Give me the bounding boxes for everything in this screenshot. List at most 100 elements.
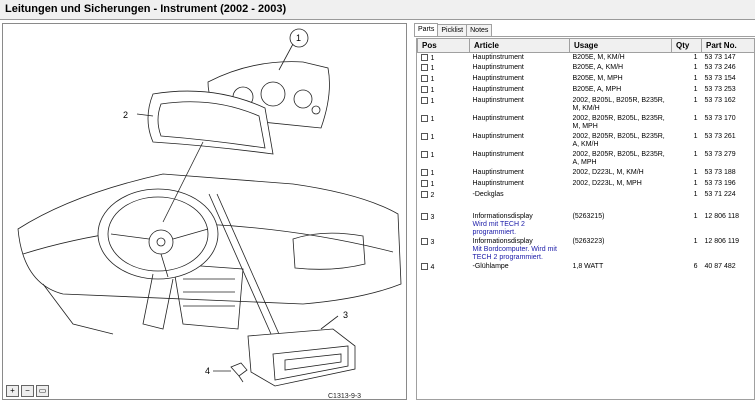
article-value: -Deckglas	[472, 191, 504, 198]
cell-qty: 1	[693, 97, 698, 104]
row-checkbox[interactable]	[420, 75, 428, 82]
cell-article: Hauptinstrument	[470, 85, 570, 96]
tab-parts[interactable]: Parts	[414, 23, 439, 37]
cell-usage: B205E, A, KM/H	[572, 64, 624, 71]
row-checkbox[interactable]	[420, 86, 428, 93]
cell-part-no: 12 806 118	[704, 213, 740, 220]
article-note: Wird mit TECH 2 programmiert.	[472, 221, 525, 236]
pos-value: 1	[430, 65, 435, 72]
cell-pos: 1	[418, 179, 470, 190]
row-checkbox[interactable]	[420, 151, 428, 158]
column-header-qty[interactable]: Qty	[671, 39, 702, 53]
cell-article: -Deckglas	[470, 190, 570, 212]
cell-qty: 1	[693, 115, 698, 122]
row-checkbox[interactable]	[420, 180, 428, 187]
row-checkbox[interactable]	[420, 115, 428, 122]
exploded-view-illustration	[17, 28, 402, 387]
row-checkbox[interactable]	[420, 97, 428, 104]
title-bar: Leitungen und Sicherungen - Instrument (…	[0, 0, 755, 20]
cell-pos: 3	[418, 212, 470, 237]
table-row[interactable]: 1 Hauptinstrument 2002, B205R, B205L, B235…	[418, 150, 755, 168]
article-value: Hauptinstrument	[472, 86, 524, 93]
column-header-part-no[interactable]: Part No.	[701, 39, 754, 53]
article-value: Hauptinstrument	[472, 53, 524, 61]
row-checkbox[interactable]	[420, 191, 428, 198]
row-checkbox[interactable]	[420, 53, 428, 61]
cell-pos: 4	[418, 262, 470, 280]
row-checkbox[interactable]	[420, 64, 428, 71]
row-checkbox[interactable]	[420, 169, 428, 176]
cell-article: Hauptinstrument	[470, 132, 570, 150]
callout-2: 2	[123, 110, 129, 120]
cell-usage: 2002, B205R, B205L, B235R, A, MPH	[572, 151, 665, 166]
fit-icon[interactable]: ▭	[36, 385, 49, 397]
pos-value: 1	[430, 116, 435, 123]
row-checkbox[interactable]	[420, 213, 428, 220]
cell-qty: 1	[693, 53, 698, 61]
zoom-out-icon[interactable]: −	[21, 385, 34, 397]
pos-value: 4	[430, 264, 435, 271]
cell-qty: 1	[693, 213, 698, 220]
cell-article: Hauptinstrument	[470, 179, 570, 190]
row-checkbox[interactable]	[420, 133, 428, 140]
pos-value: 1	[430, 134, 435, 141]
article-value: Informationsdisplay	[472, 238, 533, 245]
cell-part-no: 40 87 482	[704, 263, 736, 270]
article-value: Hauptinstrument	[472, 151, 524, 158]
cell-pos: 1	[418, 168, 470, 179]
pos-value: 1	[430, 54, 435, 62]
cell-usage: (5263215)	[572, 213, 605, 220]
cell-article: -Glühlampe	[470, 262, 570, 280]
pos-value: 1	[430, 152, 435, 159]
row-checkbox[interactable]	[420, 263, 428, 270]
column-header-usage[interactable]: Usage	[569, 39, 672, 53]
article-value: -Glühlampe	[472, 263, 509, 270]
cell-part-no: 53 73 246	[704, 64, 736, 71]
cell-part-no: 53 73 154	[704, 75, 736, 82]
cell-pos: 1	[418, 114, 470, 132]
tab-notes[interactable]: Notes	[466, 24, 493, 37]
cell-qty: 1	[693, 151, 698, 158]
zoom-in-icon[interactable]: +	[6, 385, 19, 397]
cell-qty: 1	[693, 191, 698, 198]
diagram-code: C1313-9-3	[328, 393, 362, 400]
cell-part-no: 53 73 261	[704, 133, 736, 140]
cell-article: Hauptinstrument	[470, 150, 570, 168]
cell-usage: 2002, D223L, M, KM/H	[572, 169, 644, 176]
cell-qty: 1	[693, 133, 698, 140]
tab-underline	[414, 36, 755, 37]
pos-value: 1	[430, 170, 435, 177]
cell-usage: B205E, M, MPH	[572, 75, 623, 82]
cell-part-no: 53 73 253	[704, 86, 736, 93]
article-value: Informationsdisplay	[472, 213, 533, 220]
cell-usage: 2002, B205R, B205L, B235R, A, KM/H	[572, 133, 665, 148]
article-value: Hauptinstrument	[472, 169, 524, 176]
row-checkbox[interactable]	[420, 238, 428, 245]
column-header-pos[interactable]: Pos	[417, 39, 470, 53]
cell-part-no: 53 73 170	[704, 115, 736, 122]
column-header-article[interactable]: Article	[469, 39, 570, 53]
cell-usage: 1,8 WATT	[572, 263, 604, 270]
cell-article: Hauptinstrument	[470, 52, 570, 63]
diagram-pane[interactable]: 1 2 3 4 C1313-9-3 + − ▭	[2, 23, 407, 400]
cell-part-no: 53 71 224	[704, 191, 736, 198]
cell-usage: B205E, M, KM/H	[572, 53, 625, 61]
pos-value: 1	[430, 181, 435, 188]
